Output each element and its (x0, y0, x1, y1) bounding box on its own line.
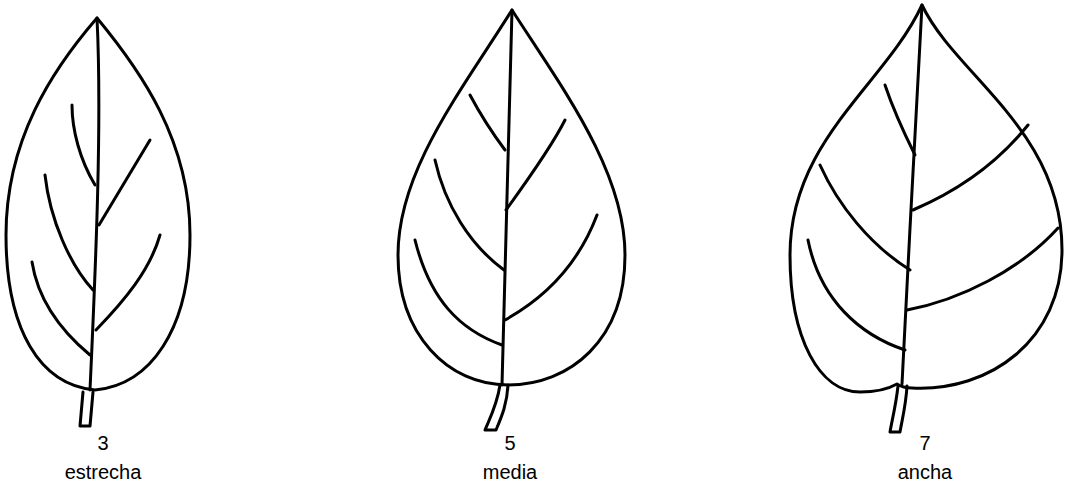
category-label: ancha (898, 461, 953, 483)
callout-number: 7 (919, 432, 930, 454)
medium-leaf (398, 10, 625, 430)
callout-number: 5 (504, 432, 515, 454)
narrow-leaf (6, 18, 190, 426)
category-label: media (483, 461, 537, 483)
category-label: estrecha (65, 461, 142, 483)
wide-leaf (790, 5, 1062, 432)
callout-number: 3 (97, 432, 108, 454)
